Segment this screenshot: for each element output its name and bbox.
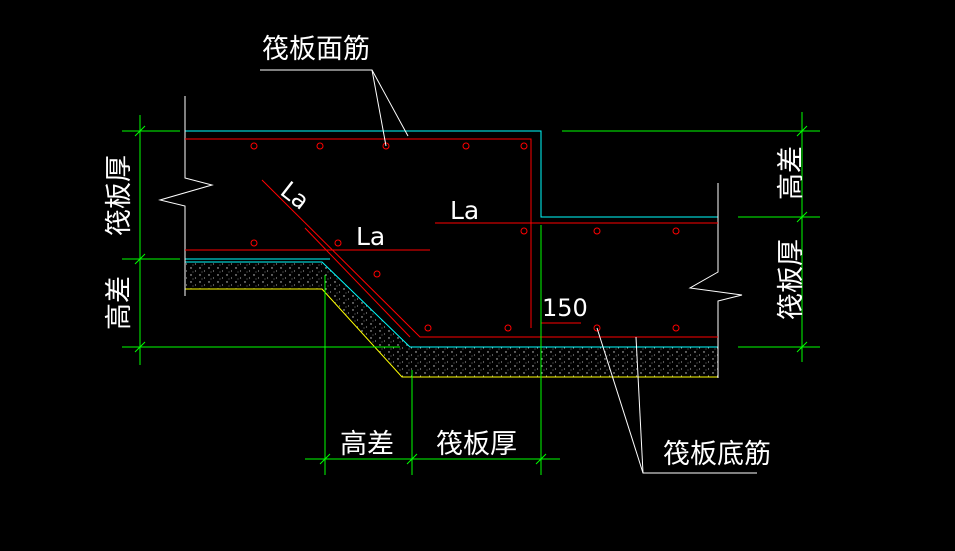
rebar-dot [250, 142, 258, 150]
anchor-length-lower-label: La [450, 196, 479, 225]
cushion-layer [185, 261, 718, 378]
right-tick [796, 125, 808, 137]
anchor-length-horizontal-label: La [356, 222, 385, 251]
rebar-dot [520, 227, 528, 235]
leader-lines [260, 69, 757, 474]
cushion-hatch [185, 262, 718, 377]
left-tick [134, 341, 146, 353]
right-tick [796, 211, 808, 223]
dim-150-label: 150 [542, 294, 588, 322]
rebar-dot [424, 324, 432, 332]
right-thickness-label: 筏板厚 [776, 239, 807, 320]
rebar-dot [593, 227, 601, 235]
bottom-tick [535, 453, 547, 465]
rebar-dot [504, 324, 512, 332]
left-edge-break [158, 96, 214, 296]
right-height-diff-label: 高差 [776, 146, 807, 200]
left-tick [134, 253, 146, 265]
bottom-height-diff-label: 高差 [340, 429, 394, 460]
rebar-dot [462, 142, 470, 150]
break-lines [158, 96, 743, 378]
rebar-dots [250, 142, 680, 332]
diagonal-rebar [304, 227, 411, 338]
cushion-bottom-edge [185, 288, 718, 378]
anchor-length-diagonal-label: La [275, 176, 314, 215]
left-thickness-label: 筏板厚 [104, 155, 135, 236]
bottom-rebar-leader-branch [635, 336, 644, 474]
rebar-dot [672, 324, 680, 332]
cushion-top-edge [185, 261, 718, 348]
top-rebar [185, 138, 532, 328]
top-rebar-label: 筏板面筋 [262, 34, 370, 65]
bottom-rebar [261, 179, 718, 338]
right-edge-break [688, 183, 743, 378]
rebar-lines [185, 138, 718, 338]
rebar-dot [382, 142, 390, 150]
rebar-dot [373, 270, 381, 278]
top-rebar-leader [260, 69, 409, 137]
bottom-tick [406, 453, 418, 465]
rebar-dot [672, 227, 680, 235]
bottom-thickness-label: 筏板厚 [436, 429, 517, 460]
rebar-dot [593, 324, 601, 332]
dimension-lines [122, 112, 820, 475]
left-height-diff-label: 高差 [104, 276, 135, 330]
right-tick [796, 341, 808, 353]
top-rebar-leader-branch [371, 69, 387, 147]
slab-top-outline [185, 130, 718, 218]
rebar-dot [250, 239, 258, 247]
rebar-dot [316, 142, 324, 150]
bottom-tick [319, 453, 331, 465]
left-tick [134, 125, 146, 137]
bottom-rebar-label: 筏板底筋 [663, 439, 771, 470]
rebar-dot [334, 239, 342, 247]
rebar-dot [520, 142, 528, 150]
slab-outline [185, 130, 718, 260]
